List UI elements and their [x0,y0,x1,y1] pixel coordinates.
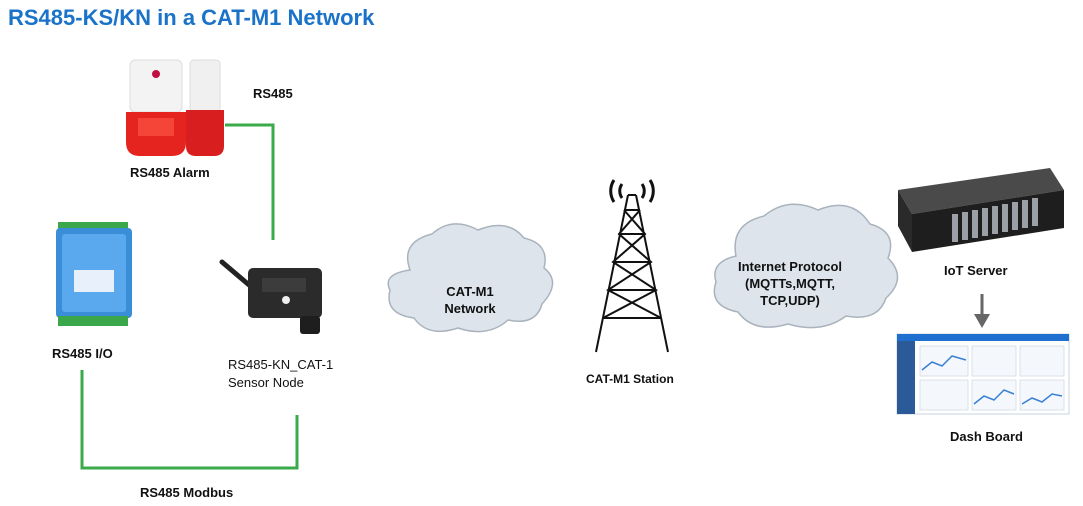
iot-server-label: IoT Server [944,263,1008,278]
cell-tower-icon [595,179,669,353]
rs485-alarm-label: RS485 Alarm [130,165,210,180]
rs485-label: RS485 [253,86,293,101]
rs485-io-module-icon [56,222,132,326]
cloud2-label-line2: (MQTTs,MQTT, [744,276,836,291]
rs485-modbus-link [80,370,299,470]
cloud1-label-line1: CAT-M1 [446,284,494,299]
server-rack-icon [898,168,1064,252]
station-label: CAT-M1 Station [586,372,674,386]
internet-protocol-cloud [713,203,899,329]
cloud2-label-line1: Internet Protocol [737,259,842,274]
rs485-io-label: RS485 I/O [52,346,113,361]
cloud2-label-line3: TCP,UDP) [760,293,820,308]
page-title: RS485-KS/KN in a CAT-M1 Network [8,5,375,30]
sensor-node-icon [219,259,322,334]
cat-m1-cloud [387,223,554,333]
alarm-siren-icon [126,59,224,156]
rs485-modbus-label: RS485 Modbus [140,485,234,500]
cloud1-label-line2: Network [444,301,496,316]
rs485-link [225,123,275,240]
dashboard-label: Dash Board [950,429,1023,444]
dashboard-screen-icon [896,333,1070,415]
arrow-down-icon [974,294,990,328]
sensor-node-label-line1: RS485-KN_CAT-1 [228,357,334,372]
sensor-node-label-line2: Sensor Node [228,375,304,390]
